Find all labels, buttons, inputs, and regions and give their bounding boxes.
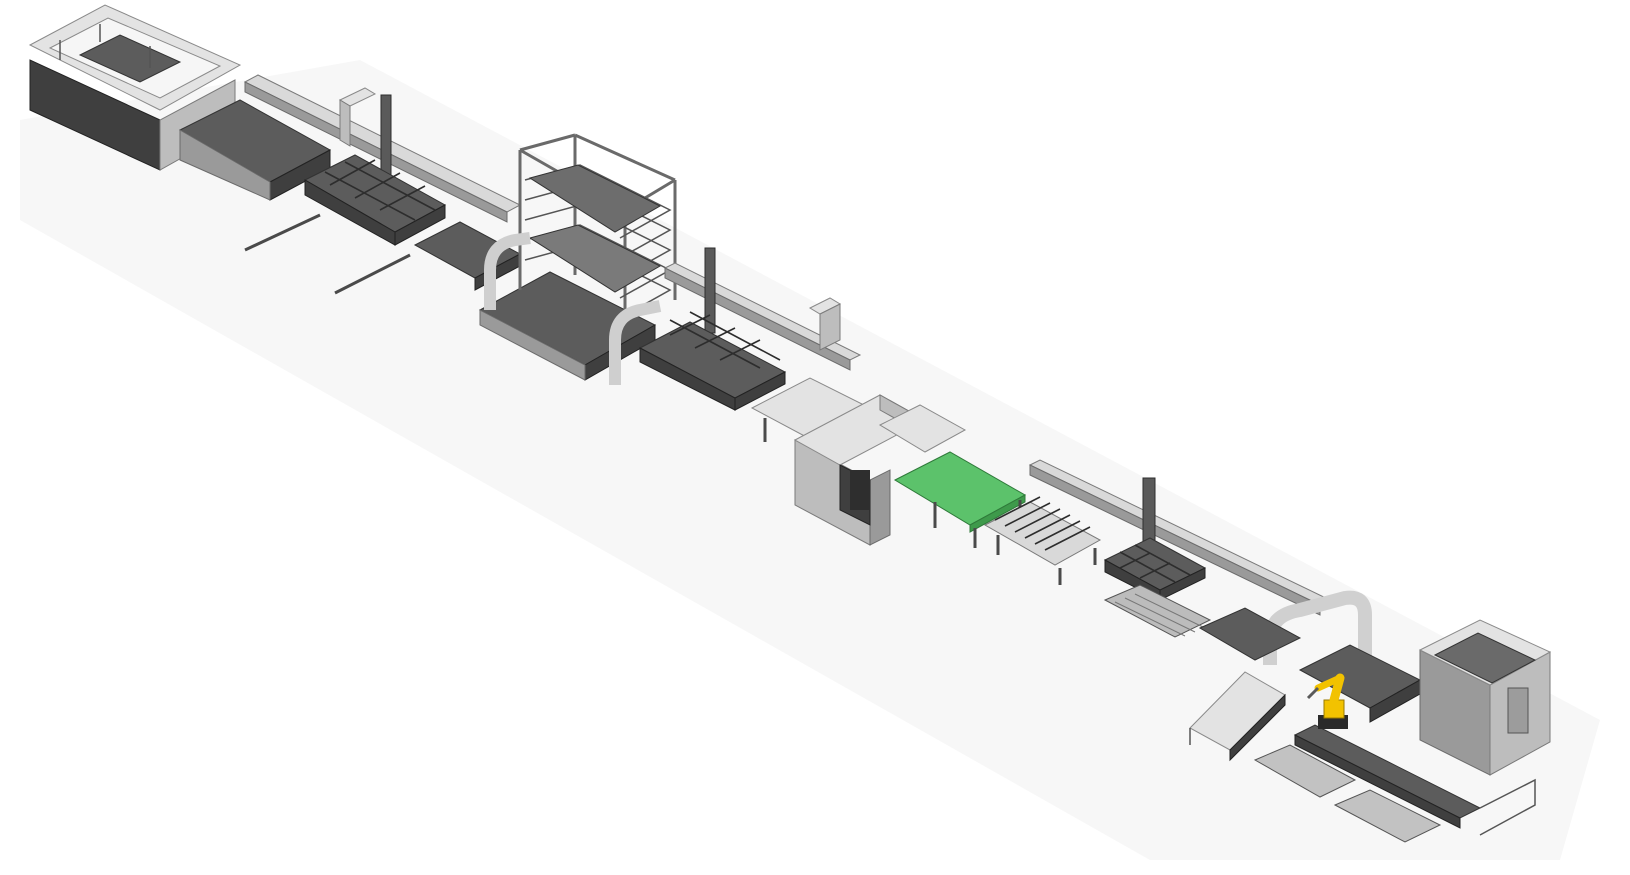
overhead-gantry-rail-3 xyxy=(1028,459,1332,616)
gantry-loader-3-icon xyxy=(1103,477,1212,638)
robot-cell-icon xyxy=(1189,590,1536,843)
bending-press-icon xyxy=(750,377,967,546)
gantry-loader-2-icon xyxy=(638,247,842,411)
roller-conveyor-icon xyxy=(983,496,1102,585)
laser-cutting-machine-icon xyxy=(28,4,332,201)
enclosure-cabinet-icon xyxy=(1418,619,1552,776)
industrial-robot-arm-icon xyxy=(1306,673,1348,729)
work-table-icon xyxy=(893,451,1027,548)
material-storage-tower-icon xyxy=(478,133,677,385)
